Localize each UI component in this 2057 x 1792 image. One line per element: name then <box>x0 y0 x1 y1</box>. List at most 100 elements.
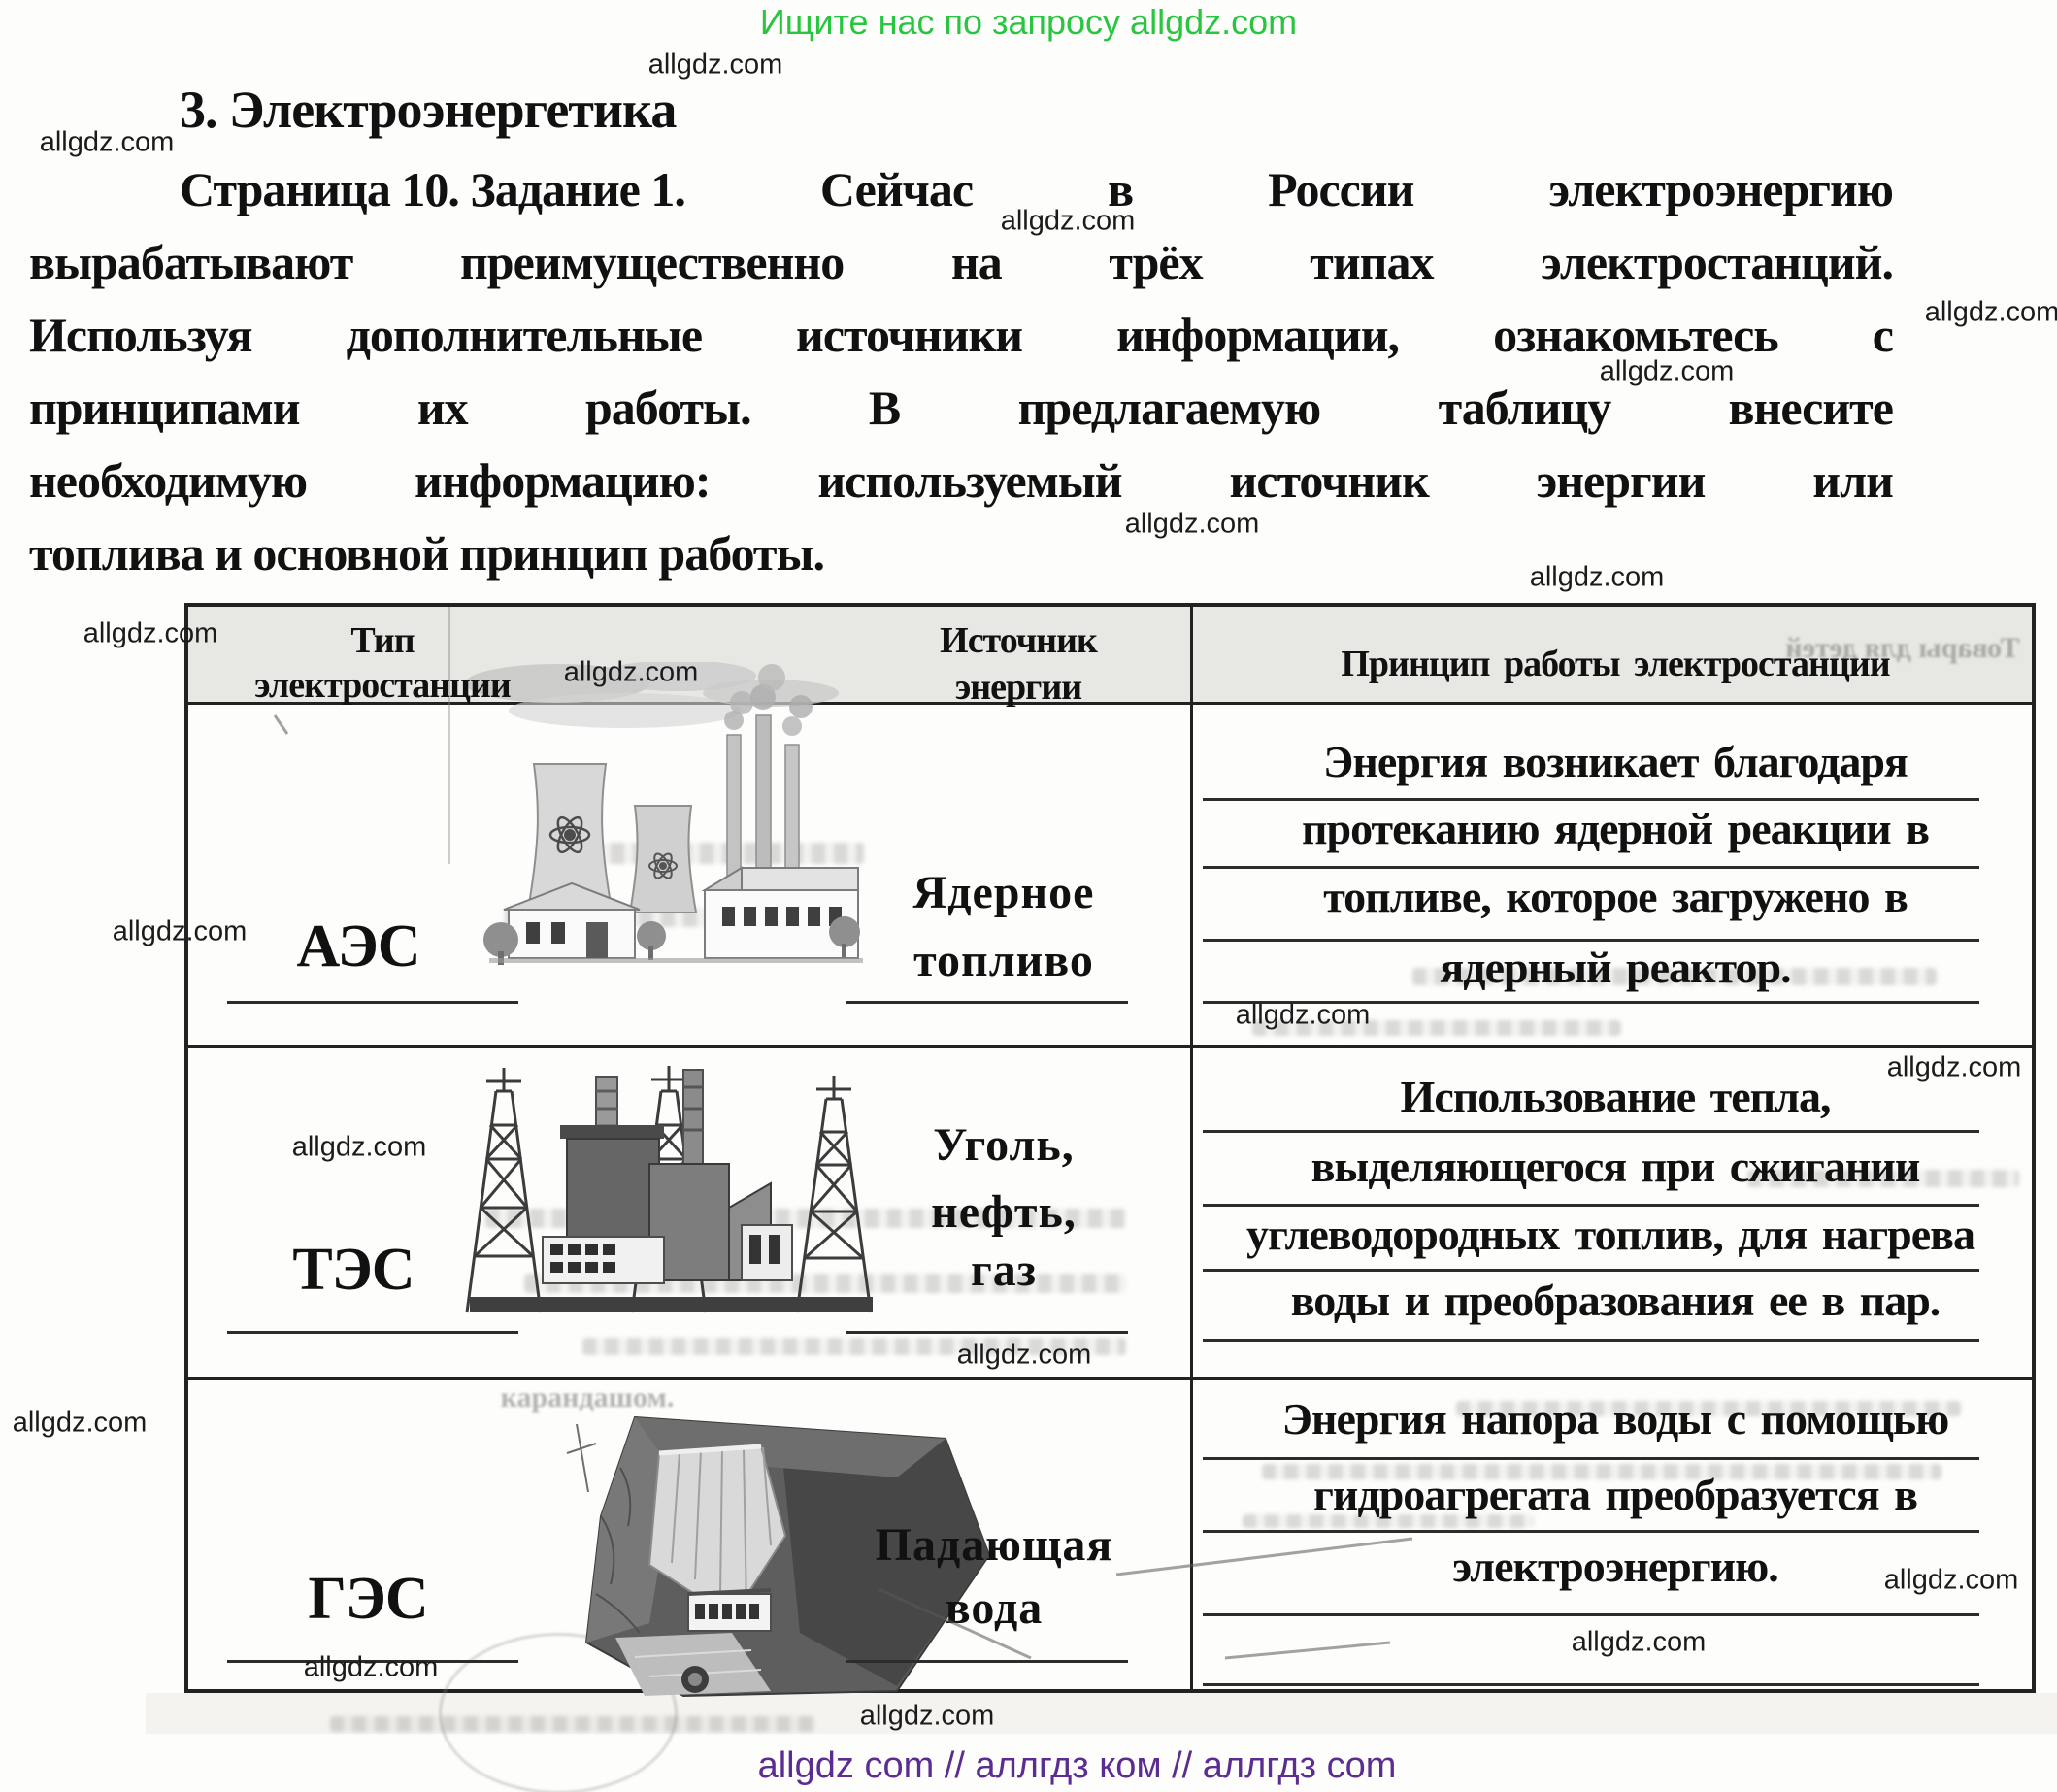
energy-source-label: вода <box>945 1582 1044 1634</box>
principle-line: ядерный реактор. <box>1440 943 1791 992</box>
paragraph-word: работы. <box>585 381 752 435</box>
energy-source-label: Падающая <box>875 1519 1113 1571</box>
answer-line <box>1203 1530 1979 1533</box>
paragraph-word: с <box>1872 308 1894 362</box>
paragraph-word: внесите <box>1728 381 1894 435</box>
paragraph-word: дополнительные <box>346 308 703 362</box>
answer-line <box>1203 939 1979 942</box>
paragraph-word: электростанций. <box>1541 235 1894 289</box>
watermark: allgdz.com <box>1924 296 2057 328</box>
header-type: Тип <box>350 620 415 661</box>
paragraph-line: топлива и основной принцип работы. <box>29 526 825 581</box>
watermark: allgdz.com <box>1529 561 1665 593</box>
paragraph-word: в <box>1108 162 1134 216</box>
principle-line: Использование тепла, <box>1400 1072 1832 1121</box>
answer-line <box>1203 866 1979 869</box>
nuclear-plant-image <box>450 660 882 1016</box>
principle-line: воды и преобразования ее в пар. <box>1290 1276 1941 1325</box>
header-type: электростанции <box>254 665 512 706</box>
bleed-through-smudge <box>1412 968 1937 985</box>
paragraph-word: таблицу <box>1438 381 1612 435</box>
principle-line: протеканию ядерной реакции в <box>1302 804 1930 853</box>
answer-line <box>846 1660 1128 1663</box>
watermark: allgdz.com <box>647 49 783 81</box>
power-stations-table: Тип электростанции Источник энергии Прин… <box>184 603 2036 1698</box>
bleed-through-smudge <box>1747 1170 2019 1187</box>
principle-line: выделяющегося при сжигании <box>1311 1142 1921 1191</box>
energy-source-label: Ядерное <box>912 867 1095 918</box>
energy-source-label: Уголь, <box>933 1119 1075 1171</box>
paragraph-word: Страница 10. Задание 1. <box>180 162 686 216</box>
paragraph-word: необходимую <box>29 453 308 508</box>
watermark: allgdz.com <box>1599 355 1735 387</box>
answer-line <box>846 1001 1128 1004</box>
paragraph-word: на <box>950 235 1003 289</box>
principle-line: электроэнергию. <box>1452 1542 1779 1591</box>
bleed-through-smudge <box>1243 1514 1534 1528</box>
watermark: allgdz.com <box>1883 1564 2019 1596</box>
watermark: allgdz.com <box>112 915 248 947</box>
paragraph-word: трёх <box>1109 235 1203 289</box>
answer-line <box>1203 1457 1979 1460</box>
watermark: allgdz.com <box>1124 508 1260 540</box>
paragraph-word: источник <box>1229 453 1430 508</box>
row-separator <box>188 1045 2032 1048</box>
paragraph-word: электроэнергию <box>1548 162 1894 216</box>
bleed-through-smudge <box>582 1338 1126 1355</box>
paragraph-word: источники <box>796 308 1023 362</box>
paragraph-word: их <box>416 381 469 435</box>
paragraph-word: преимущественно <box>459 235 845 289</box>
paragraph-word: типах <box>1310 235 1434 289</box>
station-type-label: ТЭС <box>292 1237 415 1303</box>
paragraph-word: В <box>868 381 901 435</box>
principle-line: Энергия возникает благодаря <box>1323 737 1908 786</box>
paragraph-line: необходимую информацию: используемый источн… <box>29 453 1894 508</box>
paragraph-word: Используя <box>29 308 253 362</box>
principle-line: Энергия напора воды с помощью <box>1281 1394 1949 1444</box>
header-principle: Принцип работы электростанции <box>1341 644 1890 684</box>
watermark: allgdz.com <box>1886 1051 2022 1083</box>
watermark: allgdz.com <box>83 617 218 649</box>
column-divider <box>1190 607 1193 1689</box>
answer-line <box>1203 1613 1979 1616</box>
paragraph-word: предлагаемую <box>1017 381 1322 435</box>
paragraph-word: России <box>1268 162 1414 216</box>
watermark: allgdz.com <box>956 1339 1092 1371</box>
bleed-through-smudge <box>1456 1401 1961 1416</box>
watermark: allgdz.com <box>303 1651 439 1683</box>
watermark: allgdz.com <box>291 1131 427 1163</box>
watermark: allgdz.com <box>39 126 175 158</box>
watermark: allgdz.com <box>1571 1626 1707 1658</box>
watermark: allgdz.com <box>1000 205 1136 237</box>
bleed-through-smudge <box>544 843 864 864</box>
header-source: Источник <box>940 620 1098 661</box>
principle-line-wide: углеводородных топлив, для нагрева <box>1245 1210 1975 1259</box>
thermal-plant-image <box>450 1052 887 1329</box>
page-title: 3. Электроэнергетика <box>180 81 677 139</box>
principle-line: гидроагрегата преобразуется в <box>1313 1470 1918 1519</box>
watermark: allgdz.com <box>1235 999 1371 1031</box>
paragraph-word: вырабатывают <box>29 235 353 289</box>
header-source: энергии <box>954 667 1082 708</box>
station-type-label: ГЭС <box>308 1566 428 1632</box>
promo-banner-bottom: allgdz com // аллгдз ком // аллгдз com <box>757 1745 1397 1786</box>
watermark: allgdz.com <box>859 1700 995 1732</box>
paragraph-word: информацию: <box>415 453 711 508</box>
answer-line <box>227 1660 518 1663</box>
bleed-through-smudge <box>1262 1464 1941 1479</box>
paragraph-word: используемый <box>817 453 1122 508</box>
answer-line <box>1203 1130 1979 1133</box>
column-divider-faint <box>448 607 450 864</box>
paragraph-line: вырабатывают преимущественно на трёх типах эл… <box>29 235 1894 289</box>
answer-line <box>1203 798 1979 801</box>
paragraph-word: Сейчас <box>819 162 974 216</box>
paragraph-line: Страница 10. Задание 1. Сейчас в России элек… <box>29 162 1894 216</box>
answer-line <box>227 1331 518 1334</box>
paragraph-word: информации, <box>1116 308 1400 362</box>
principle-line: топливе, которое загружено в <box>1323 872 1908 921</box>
paragraph-word: энергии <box>1536 453 1707 508</box>
row-separator <box>188 1377 2032 1380</box>
bleed-through-text: карандашом. <box>500 1381 675 1413</box>
bleed-through-smudge <box>1252 1020 1621 1036</box>
